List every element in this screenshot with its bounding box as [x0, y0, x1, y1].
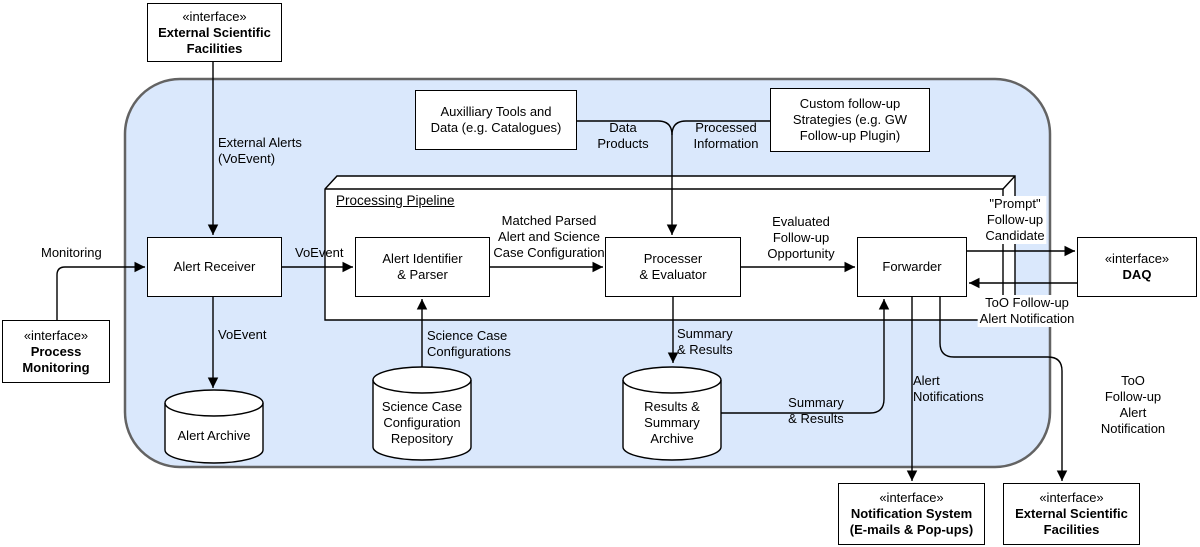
- node-daq: «interface» DAQ: [1077, 237, 1197, 297]
- node-custom-followup: Custom follow-up Strategies (e.g. GW Fol…: [770, 88, 930, 152]
- edge-results-to-forwarder: [721, 299, 890, 414]
- edge-label-monitoring: Monitoring: [41, 245, 102, 260]
- node-auxilliary-tools: Auxilliary Tools and Data (e.g. Catalogu…: [415, 90, 577, 150]
- node-external-scientific-top: «interface» External Scientific Faciliti…: [147, 3, 282, 62]
- edge-label-too-followup-ext: ToO Follow-up Alert Notification: [1100, 373, 1166, 436]
- edge-customfollowup-merge: [671, 120, 770, 136]
- edge-label-evaluated-followup: Evaluated Follow-up Opportunity: [767, 214, 835, 261]
- node-alert-receiver: Alert Receiver: [147, 237, 282, 297]
- stereotype: «interface»: [182, 8, 247, 24]
- node-process-monitoring: «interface» Process Monitoring: [2, 320, 110, 383]
- node-label: Auxilliary Tools and Data (e.g. Catalogu…: [430, 104, 562, 135]
- node-label: Alert Identifier & Parser: [382, 251, 463, 282]
- node-label: Forwarder: [882, 259, 942, 274]
- science-case-repo-label: Science Case Configuration Repository: [381, 399, 463, 446]
- node-label: DAQ: [1122, 267, 1152, 282]
- edge-label-external-alerts: External Alerts (VoEvent): [218, 135, 302, 166]
- node-notification-system: «interface» Notification System (E-mails…: [838, 483, 985, 545]
- alert-archive-cylinder: [164, 389, 264, 464]
- alert-archive-label: Alert Archive: [177, 428, 251, 443]
- stereotype: «interface»: [1039, 490, 1104, 505]
- edge-label-alert-notifications: Alert Notifications: [913, 373, 984, 404]
- edge-forwarder-to-extsci: [939, 297, 1068, 481]
- edge-monitoring-to-receiver: [56, 261, 145, 320]
- results-archive-label: Results & Summary Archive: [644, 399, 700, 446]
- edge-label-processed-information: Processed Information: [693, 120, 759, 151]
- node-processer-evaluator: Processer & Evaluator: [605, 237, 741, 297]
- edge-label-voevent-down: VoEvent: [218, 327, 267, 342]
- stereotype: «interface»: [1104, 251, 1170, 266]
- stereotype: «interface»: [879, 490, 944, 505]
- node-forwarder: Forwarder: [857, 237, 967, 297]
- edge-label-summary-results-right: Summary & Results: [788, 395, 844, 426]
- node-label: Custom follow-up Strategies (e.g. GW Fol…: [792, 96, 908, 143]
- edge-label-matched-parsed: Matched Parsed Alert and Science Case Co…: [493, 213, 605, 260]
- edge-label-science-case-configs: Science Case Configurations: [427, 328, 511, 359]
- node-external-scientific-bottom: «interface» External Scientific Faciliti…: [1003, 483, 1140, 545]
- node-label: Alert Receiver: [173, 259, 256, 274]
- edge-label-prompt-candidate: "Prompt" Follow-up Candidate: [983, 196, 1047, 244]
- edge-label-summary-results-down: Summary & Results: [677, 326, 733, 357]
- node-label: Processer & Evaluator: [639, 251, 707, 282]
- node-label: External Scientific Facilities: [1015, 506, 1128, 537]
- node-label: Process Monitoring: [22, 343, 90, 375]
- node-label: External Scientific Facilities: [158, 24, 271, 56]
- edge-label-too-followup-daq: ToO Follow-up Alert Notification: [977, 295, 1077, 327]
- results-archive-cylinder: [622, 366, 722, 461]
- science-case-repo-cylinder: [372, 366, 472, 461]
- node-alert-identifier: Alert Identifier & Parser: [355, 237, 490, 297]
- edge-label-data-products: Data Products: [597, 120, 649, 151]
- processing-pipeline-title: Processing Pipeline: [336, 193, 455, 208]
- node-label: Notification System (E-mails & Pop-ups): [849, 506, 974, 537]
- edge-label-voevent-mid: VoEvent: [295, 245, 344, 260]
- stereotype: «interface»: [23, 327, 89, 343]
